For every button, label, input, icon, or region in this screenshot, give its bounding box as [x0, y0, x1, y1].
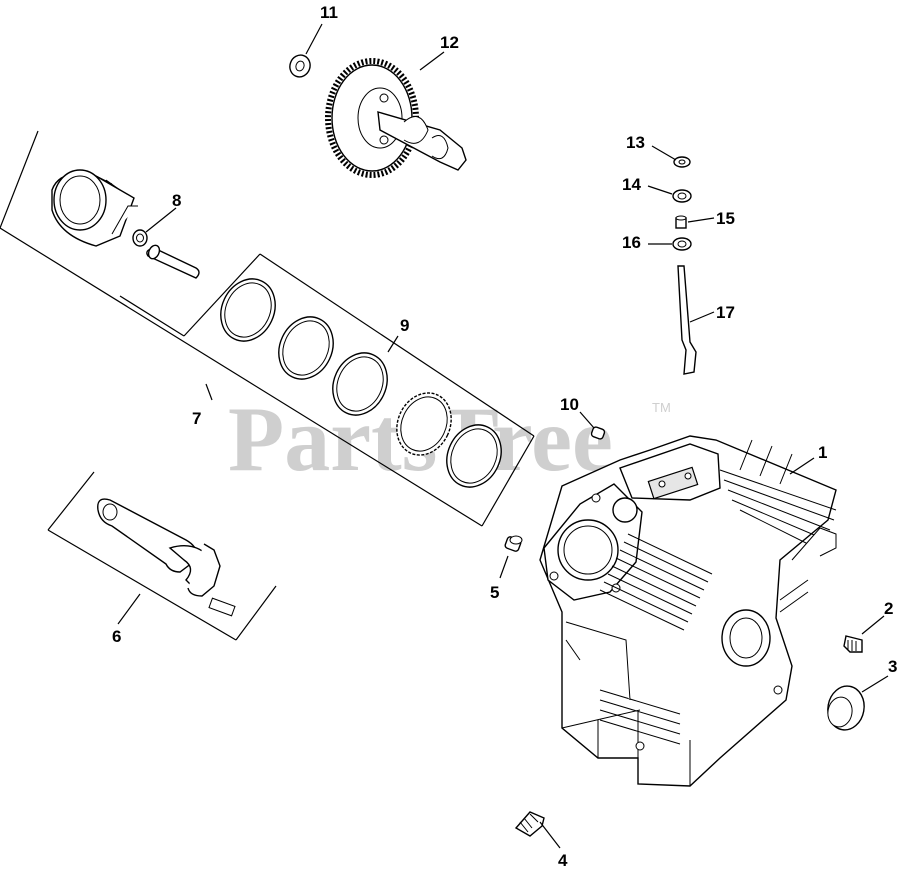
callout-14[interactable]: 14 [622, 175, 641, 194]
callout-12[interactable]: 12 [440, 33, 459, 52]
piston[interactable] [51, 169, 138, 247]
callout-3[interactable]: 3 [888, 657, 897, 676]
part-5-dowel[interactable] [504, 535, 523, 552]
part-6-connecting-rod[interactable] [97, 498, 236, 617]
piston-pin[interactable] [146, 244, 200, 279]
callout-6[interactable]: 6 [112, 627, 121, 646]
part-9-piston-rings[interactable] [211, 270, 511, 496]
part-15-spacer[interactable] [675, 215, 687, 229]
part-10-dowel[interactable] [590, 426, 606, 440]
callout-1[interactable]: 1 [818, 443, 827, 462]
callout-17[interactable]: 17 [716, 303, 735, 322]
part-16-washer[interactable] [672, 237, 692, 251]
callout-15[interactable]: 15 [716, 209, 735, 228]
callout-8[interactable]: 8 [172, 191, 181, 210]
group-box-6 [47, 471, 277, 641]
callout-4[interactable]: 4 [558, 851, 568, 870]
callout-7[interactable]: 7 [192, 409, 201, 428]
part-17-breather-tube[interactable] [677, 265, 697, 375]
part-2-plug[interactable] [843, 635, 863, 653]
part-1-crankcase[interactable] [539, 435, 837, 787]
part-4-fitting[interactable] [514, 811, 545, 837]
callout-labels: 11 12 8 9 7 6 13 14 15 16 17 10 5 1 2 3 … [112, 3, 897, 870]
part-3-oil-seal[interactable] [824, 683, 867, 733]
part-8-pin-retainer[interactable] [132, 229, 148, 247]
group-box-7 [0, 130, 535, 527]
callout-2[interactable]: 2 [884, 599, 893, 618]
callout-13[interactable]: 13 [626, 133, 645, 152]
callout-11[interactable]: 11 [320, 3, 338, 22]
part-11-washer[interactable] [287, 52, 313, 80]
callout-9[interactable]: 9 [400, 316, 409, 335]
part-12-camshaft[interactable] [325, 58, 467, 178]
callout-16[interactable]: 16 [622, 233, 641, 252]
part-14-washer[interactable] [672, 189, 692, 203]
callout-5[interactable]: 5 [490, 583, 499, 602]
callout-10[interactable]: 10 [560, 395, 579, 414]
watermark-trademark: TM [652, 400, 671, 415]
leader-lines [117, 23, 889, 849]
part-13-nut[interactable] [673, 156, 691, 168]
